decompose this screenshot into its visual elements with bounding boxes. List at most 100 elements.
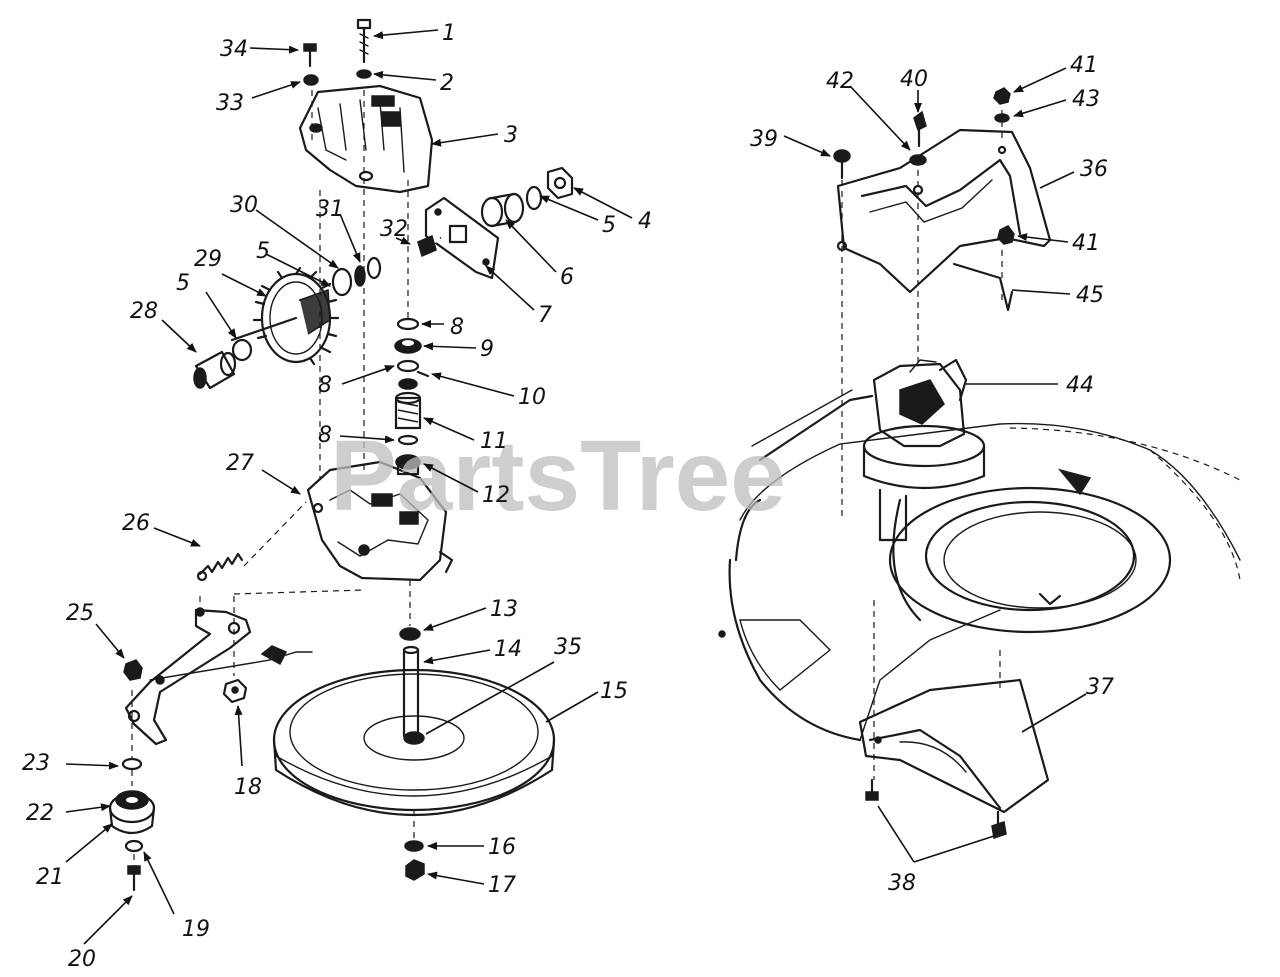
callout-40: 40 xyxy=(900,67,928,92)
callout-8-low: 8 xyxy=(318,423,332,448)
washer-part-19 xyxy=(124,839,144,853)
bolt-part-1 xyxy=(356,18,372,64)
callout-25: 25 xyxy=(66,601,94,626)
callout-2: 2 xyxy=(440,71,454,96)
bushing-part-13 xyxy=(399,627,421,641)
lower-housing-part-27 xyxy=(306,460,454,582)
bushing-part-28 xyxy=(193,350,237,390)
callout-45: 45 xyxy=(1076,283,1104,308)
callout-5-mid: 5 xyxy=(256,239,270,264)
engine-part-44 xyxy=(872,358,968,448)
screw-part-34 xyxy=(303,43,317,68)
spring-part-26 xyxy=(196,552,244,582)
callout-5-right: 5 xyxy=(602,213,616,238)
callout-27: 27 xyxy=(226,451,254,476)
left-assembly xyxy=(108,18,574,892)
nut-part-4 xyxy=(546,166,574,200)
callout-4: 4 xyxy=(638,209,652,234)
shaft-part-14 xyxy=(402,645,420,738)
washer-part-8-top xyxy=(396,317,420,331)
callout-8-mid: 8 xyxy=(318,373,332,398)
watermark: PartsTree xyxy=(330,420,786,532)
washer-part-33 xyxy=(303,74,319,86)
worm-shaft-part-32 xyxy=(298,234,442,303)
washer-part-42 xyxy=(909,154,927,166)
washer-part-16 xyxy=(404,840,424,852)
spacer-stack xyxy=(398,378,418,390)
nut-part-17 xyxy=(405,859,425,881)
callout-30: 30 xyxy=(230,193,258,218)
callout-3: 3 xyxy=(504,123,518,148)
callout-23: 23 xyxy=(22,751,50,776)
washer-part-8-mid xyxy=(396,359,420,373)
pin-part-10 xyxy=(416,370,430,378)
right-assembly xyxy=(718,87,1241,839)
deflector-shield-part-36 xyxy=(836,128,1052,294)
callout-1: 1 xyxy=(442,21,456,46)
callout-43: 43 xyxy=(1072,87,1100,112)
bushing-part-6 xyxy=(480,192,525,228)
screw-part-39 xyxy=(833,149,851,180)
nut-part-25 xyxy=(123,659,143,681)
callout-19: 19 xyxy=(182,917,210,942)
callout-15: 15 xyxy=(600,679,628,704)
callout-33: 33 xyxy=(216,91,244,116)
callout-34: 34 xyxy=(220,37,248,62)
idler-pulley-part-21 xyxy=(108,790,156,835)
callout-37: 37 xyxy=(1086,675,1114,700)
callout-26: 26 xyxy=(122,511,150,536)
leader-lines xyxy=(65,29,1087,945)
nut-part-41-low xyxy=(997,225,1015,245)
rod-part-45 xyxy=(952,262,1014,312)
chute-cover-part-37 xyxy=(858,678,1050,814)
screw-part-38-right xyxy=(991,810,1007,839)
callout-5-left: 5 xyxy=(176,271,190,296)
callout-7: 7 xyxy=(538,303,552,328)
gear-housing-part-3 xyxy=(298,84,434,194)
mower-deck xyxy=(718,389,1241,742)
nut-part-18 xyxy=(222,678,248,704)
plate-part-7 xyxy=(424,196,500,280)
ring-part-5-left xyxy=(231,338,253,362)
assembly-lines-left xyxy=(131,90,415,866)
callout-31: 31 xyxy=(316,197,344,222)
callout-8-top: 8 xyxy=(450,315,464,340)
callout-labels: 1 2 3 4 5 6 7 8 9 8 10 11 8 12 13 14 35 … xyxy=(22,21,1114,972)
callout-38: 38 xyxy=(888,871,916,896)
washer-part-23 xyxy=(121,757,143,771)
callout-22: 22 xyxy=(26,801,54,826)
bolt-part-20 xyxy=(127,865,141,892)
callout-39: 39 xyxy=(750,127,778,152)
callout-44: 44 xyxy=(1066,373,1094,398)
screw-part-40 xyxy=(913,110,927,148)
bearing-part-9 xyxy=(394,338,422,354)
pulley-part-15 xyxy=(272,668,556,817)
callout-29: 29 xyxy=(194,247,222,272)
washer-part-2 xyxy=(356,69,372,79)
ring-part-5-right xyxy=(525,185,543,211)
callout-41-top: 41 xyxy=(1070,53,1098,78)
callout-6: 6 xyxy=(560,265,574,290)
callout-28: 28 xyxy=(130,299,158,324)
bearing-part-30 xyxy=(331,267,353,297)
callout-32: 32 xyxy=(380,217,408,242)
callout-21: 21 xyxy=(36,865,64,890)
callout-35: 35 xyxy=(554,635,582,660)
idler-arm xyxy=(124,607,313,746)
pinion-gear-part-11 xyxy=(394,391,422,430)
callout-20: 20 xyxy=(68,947,96,972)
callout-13: 13 xyxy=(490,597,518,622)
callout-41-low: 41 xyxy=(1072,231,1100,256)
callout-12: 12 xyxy=(482,483,510,508)
callout-16: 16 xyxy=(488,835,516,860)
callout-42: 42 xyxy=(826,69,854,94)
callout-36: 36 xyxy=(1080,157,1108,182)
washer-part-8-low xyxy=(397,434,419,446)
callout-10: 10 xyxy=(518,385,546,410)
callout-11: 11 xyxy=(480,429,508,454)
screw-part-38-left xyxy=(865,778,879,801)
nut-part-41-top xyxy=(993,87,1011,105)
callout-18: 18 xyxy=(234,775,262,800)
spacer-part-31 xyxy=(354,265,366,287)
